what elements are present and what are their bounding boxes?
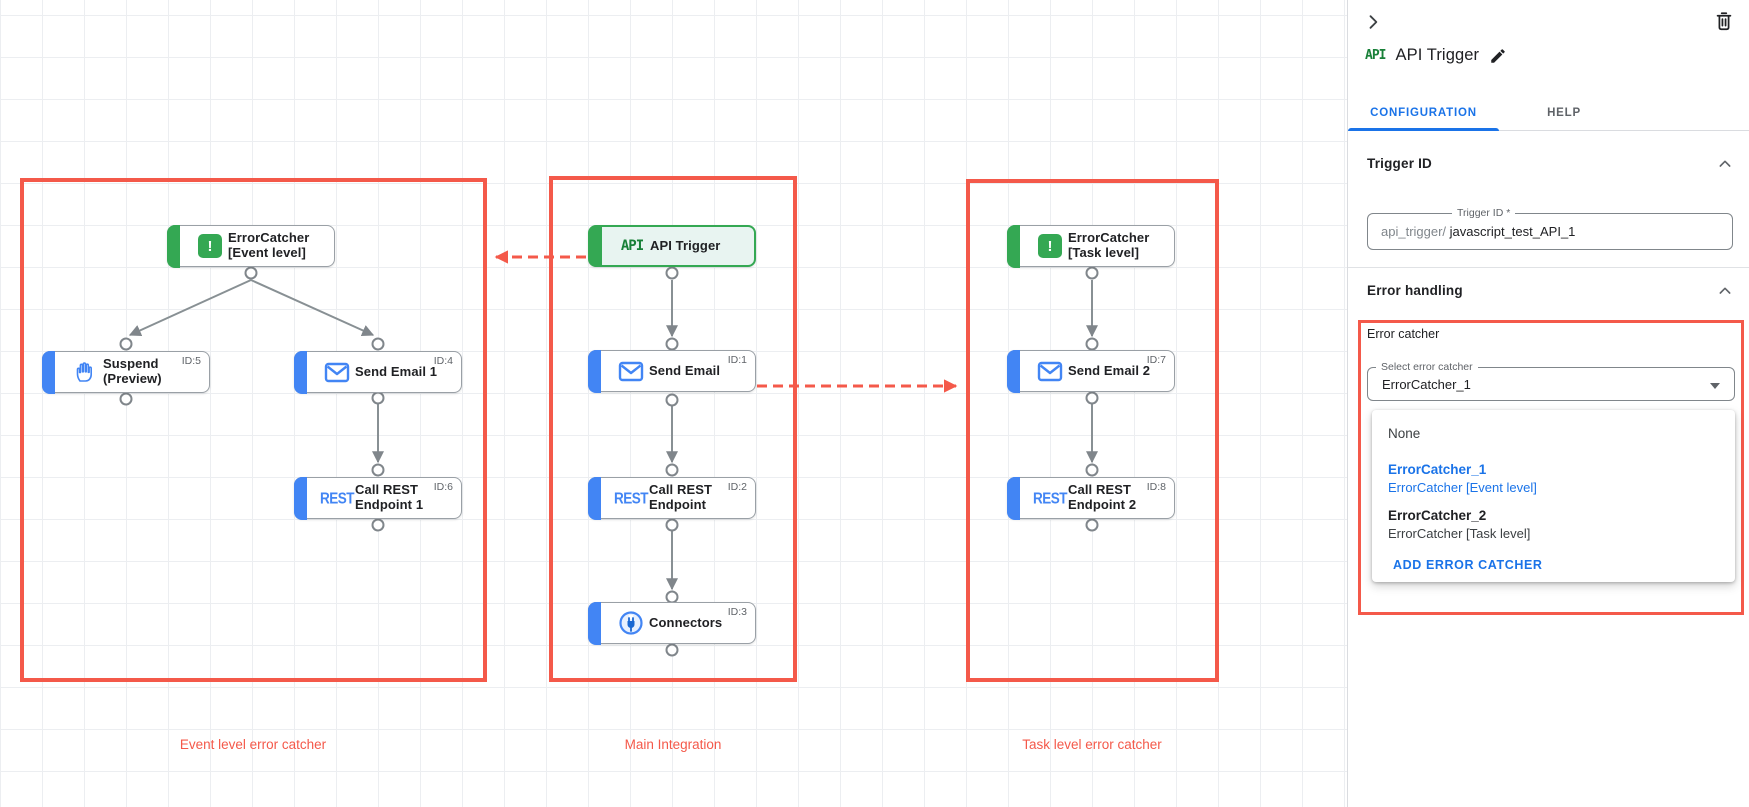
section-divider — [1348, 267, 1749, 268]
error-catcher-highlight-box — [1358, 320, 1744, 615]
edit-title-icon[interactable] — [1489, 47, 1507, 65]
node-accent — [293, 476, 307, 520]
task-level-group-box — [966, 179, 1219, 682]
task-id-badge: ID:4 — [433, 355, 453, 367]
node-connectors[interactable]: Connectors ID:3 — [587, 601, 756, 645]
node-accent — [587, 349, 601, 393]
node-suspend[interactable]: Suspend(Preview) ID:5 — [41, 350, 210, 394]
task-id-badge: ID:6 — [433, 481, 453, 493]
option-errorcatcher-2-desc[interactable]: ErrorCatcher [Task level] — [1388, 526, 1531, 541]
tab-configuration[interactable]: CONFIGURATION — [1348, 96, 1499, 131]
main-integration-group-box — [549, 176, 797, 682]
node-send-email-2[interactable]: Send Email 2 ID:7 — [1006, 349, 1175, 393]
node-errorcatcher-event-level[interactable]: ! ErrorCatcher[Event level] — [166, 224, 335, 268]
node-api-trigger[interactable]: API API Trigger — [588, 225, 756, 267]
task-id-badge: ID:1 — [727, 354, 747, 366]
error-catcher-reference-arrows — [494, 250, 958, 393]
error-handling-section-header[interactable]: Error handling — [1367, 283, 1463, 298]
hand-suspend-icon — [67, 360, 103, 384]
node-send-email[interactable]: Send Email ID:1 — [587, 349, 756, 393]
connection-ports[interactable] — [119, 266, 1099, 657]
api-trigger-icon: API — [1365, 48, 1387, 63]
collapse-panel-icon[interactable] — [1363, 12, 1383, 32]
node-accent — [587, 601, 601, 645]
integration-canvas[interactable]: ! ErrorCatcher[Event level] Suspend(Prev… — [0, 0, 1347, 807]
add-error-catcher-button[interactable]: ADD ERROR CATCHER — [1393, 558, 1543, 572]
trigger-id-section-header[interactable]: Trigger ID — [1367, 156, 1433, 171]
error-catcher-select[interactable]: Select error catcher ErrorCatcher_1 — [1367, 361, 1735, 401]
main-integration-group-label: Main Integration — [624, 737, 722, 752]
panel-tabs: CONFIGURATION HELP — [1348, 96, 1749, 131]
email-icon — [1032, 361, 1068, 382]
select-value: ErrorCatcher_1 — [1382, 376, 1471, 392]
trigger-id-field-label: Trigger ID * — [1452, 207, 1516, 219]
node-accent — [587, 476, 601, 520]
task-id-badge: ID:8 — [1146, 481, 1166, 493]
node-accent — [1006, 476, 1020, 520]
event-level-group-label: Event level error catcher — [179, 737, 327, 752]
node-accent — [588, 225, 602, 267]
node-accent — [41, 350, 55, 394]
node-accent — [166, 224, 180, 268]
collapse-section-icon[interactable] — [1717, 156, 1733, 172]
panel-title: API Trigger — [1395, 46, 1480, 64]
rest-icon: REST — [1032, 489, 1068, 507]
connector-icon — [613, 610, 649, 636]
node-accent — [1006, 224, 1020, 268]
option-none[interactable]: None — [1388, 426, 1421, 441]
option-errorcatcher-1[interactable]: ErrorCatcher_1 — [1388, 462, 1487, 477]
collapse-section-icon[interactable] — [1717, 283, 1733, 299]
rest-icon: REST — [613, 489, 649, 507]
select-error-catcher-label: Select error catcher — [1376, 361, 1478, 373]
flow-lines — [128, 279, 1098, 591]
task-id-badge: ID:7 — [1146, 354, 1166, 366]
chevron-down-icon[interactable] — [1710, 383, 1720, 389]
node-send-email-1[interactable]: Send Email 1 ID:4 — [293, 350, 462, 394]
config-panel: API API Trigger CONFIGURATION HELP Trigg… — [1347, 0, 1749, 807]
node-errorcatcher-task-level[interactable]: ! ErrorCatcher[Task level] — [1006, 224, 1175, 268]
option-errorcatcher-1-desc[interactable]: ErrorCatcher [Event level] — [1388, 480, 1537, 495]
task-id-badge: ID:5 — [181, 355, 201, 367]
error-catcher-label: Error catcher — [1367, 327, 1440, 341]
error-catcher-icon: ! — [192, 234, 228, 258]
node-accent — [293, 350, 307, 394]
delete-trigger-icon[interactable] — [1713, 10, 1735, 32]
error-catcher-icon: ! — [1032, 234, 1068, 258]
email-icon — [613, 361, 649, 382]
task-id-badge: ID:3 — [727, 606, 747, 618]
email-icon — [319, 362, 355, 383]
error-catcher-dropdown: None ErrorCatcher_1 ErrorCatcher [Event … — [1372, 410, 1735, 582]
trigger-id-input[interactable]: Trigger ID * api_trigger/ javascript_tes… — [1367, 207, 1733, 250]
node-accent — [1006, 349, 1020, 393]
task-level-group-label: Task level error catcher — [1022, 737, 1162, 752]
trigger-id-prefix: api_trigger/ — [1381, 224, 1447, 239]
trigger-id-value: javascript_test_API_1 — [1449, 224, 1576, 239]
rest-icon: REST — [319, 489, 355, 507]
connection-edges — [119, 250, 1099, 657]
task-id-badge: ID:2 — [727, 481, 747, 493]
option-errorcatcher-2[interactable]: ErrorCatcher_2 — [1388, 508, 1487, 523]
tab-help[interactable]: HELP — [1547, 107, 1581, 119]
api-icon: API — [620, 238, 644, 254]
event-level-group-box — [20, 178, 487, 682]
